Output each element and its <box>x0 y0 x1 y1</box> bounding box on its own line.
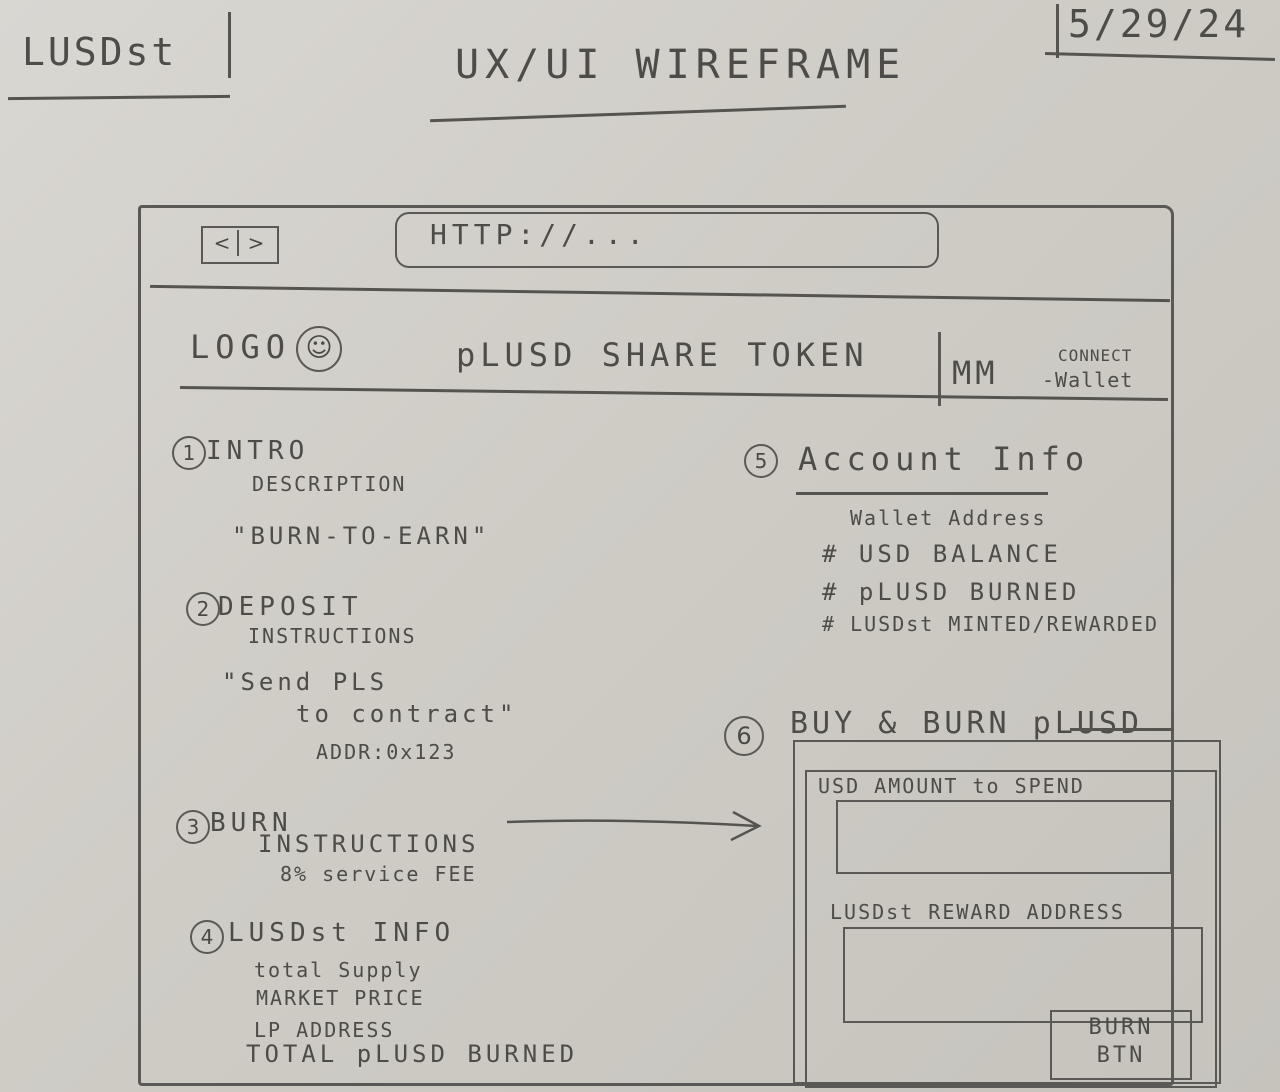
deposit-heading: DEPOSIT <box>218 592 363 622</box>
connect-wallet-button[interactable] <box>938 332 1167 406</box>
smiley-icon: ☺ <box>296 326 342 372</box>
section-number-3: 3 <box>176 810 210 844</box>
lusdst-info-item: MARKET PRICE <box>256 986 425 1010</box>
app-title: pLUSD SHARE TOKEN <box>456 336 869 374</box>
lusdst-info-item: LP ADDRESS <box>254 1018 395 1042</box>
address-bar[interactable] <box>395 212 939 268</box>
section-number-2: 2 <box>186 592 220 626</box>
buy-burn-panel <box>793 740 1221 1084</box>
lusdst-info-heading: LUSDst INFO <box>228 918 456 948</box>
section-number-1: 1 <box>172 436 206 470</box>
account-info-underline <box>796 492 1048 495</box>
reward-address-input[interactable] <box>843 927 1203 1023</box>
project-underline <box>7 94 231 100</box>
burn-button[interactable] <box>1050 1010 1192 1080</box>
arrow-icon <box>506 810 762 842</box>
deposit-instructions: INSTRUCTIONS <box>248 624 417 648</box>
burn-instructions: INSTRUCTIONS <box>258 830 480 858</box>
account-info-heading: Account Info <box>798 440 1090 478</box>
address-bar-text: HTTP://... <box>430 218 649 251</box>
intro-heading: INTRO <box>206 436 310 466</box>
account-info-item: Wallet Address <box>850 506 1047 530</box>
date-label: 5/29/24 <box>1068 2 1250 46</box>
lusdst-info-item: TOTAL pLUSD BURNED <box>246 1040 579 1068</box>
buy-burn-form <box>805 770 1217 1088</box>
project-label: LUSDst <box>22 30 178 74</box>
metamask-label: MM <box>952 354 999 392</box>
intro-tagline: "BURN-TO-EARN" <box>232 522 491 550</box>
browser-nav-buttons: < > <box>201 226 279 264</box>
forward-button[interactable]: > <box>247 231 265 255</box>
intro-description: DESCRIPTION <box>252 472 407 496</box>
page-title: UX/UI WIREFRAME <box>455 42 907 88</box>
wallet-label: -Wallet <box>1042 368 1134 392</box>
burn-service-fee: 8% service FEE <box>280 862 477 886</box>
lusdst-info-item: total Supply <box>254 958 423 982</box>
section-number-6: 6 <box>724 716 764 756</box>
account-info-item: # USD BALANCE <box>822 540 1062 568</box>
back-button[interactable]: < <box>207 230 239 256</box>
buy-burn-underline <box>1070 728 1174 731</box>
date-divider <box>1056 4 1059 58</box>
account-info-item: # LUSDst MINTED/REWARDED <box>822 612 1159 636</box>
title-underline <box>430 104 846 122</box>
reward-address-label: LUSDst REWARD ADDRESS <box>830 900 1125 924</box>
burn-heading: BURN <box>210 808 293 838</box>
logo-text: LOGO <box>190 328 292 366</box>
connect-label: CONNECT <box>1058 346 1133 365</box>
project-divider <box>228 12 231 78</box>
deposit-send-text: "Send PLS <box>222 668 389 696</box>
buy-burn-heading: BUY & BURN pLUSD <box>790 706 1143 741</box>
deposit-address: ADDR:0x123 <box>316 740 457 764</box>
date-underline <box>1045 51 1275 61</box>
account-info-item: # pLUSD BURNED <box>822 578 1081 606</box>
usd-amount-input[interactable] <box>836 800 1172 874</box>
browser-window <box>138 205 1174 1086</box>
section-number-4: 4 <box>190 920 224 954</box>
burn-button-label: BURN BTN <box>1088 1015 1154 1068</box>
section-number-5: 5 <box>744 444 778 478</box>
deposit-contract-text: to contract" <box>296 700 518 728</box>
usd-amount-label: USD AMOUNT to SPEND <box>818 774 1085 798</box>
